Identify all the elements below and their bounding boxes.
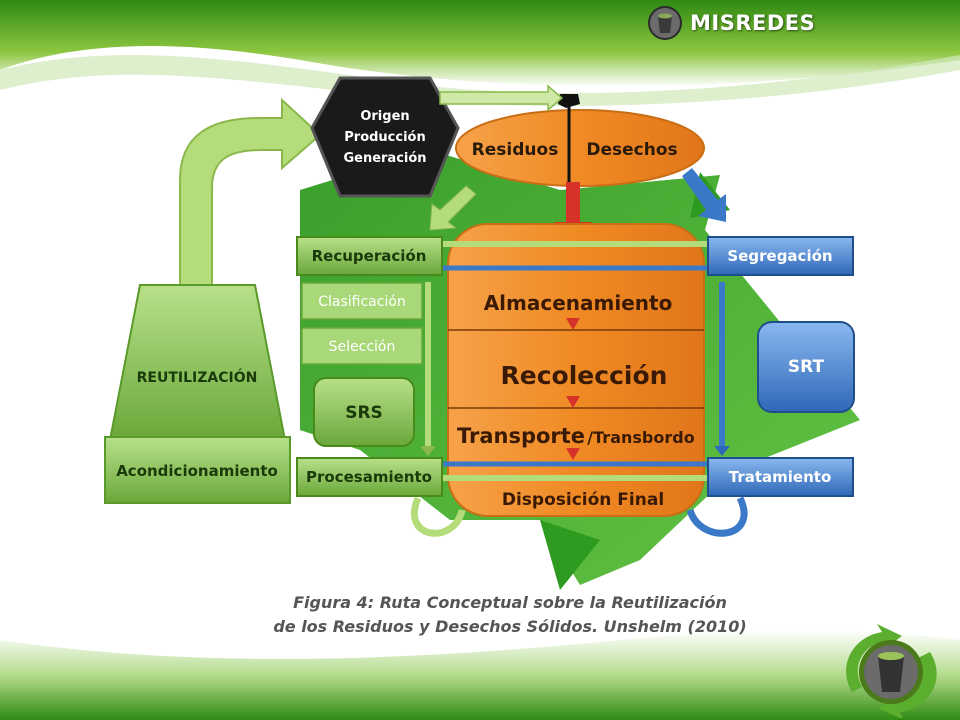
acondicionamiento-block [104,436,291,504]
origin-label-2: Producción [344,130,426,145]
green-arrow-recuperacion [429,185,477,231]
tratamiento-box [707,457,854,497]
desechos-label: Desechos [586,140,677,160]
acondicionamiento-label: Acondicionamiento [116,462,278,480]
segregacion-box [707,236,854,276]
main-process-column [447,223,705,517]
figure-caption-line-2: de los Residuos y Desechos Sólidos. Unsh… [273,617,747,636]
segregacion-label: Segregación [727,247,832,265]
brand: MISREDES [648,6,815,40]
transporte-label: Transporte [457,424,585,448]
trash-bin-icon [648,6,682,40]
srt-box [757,321,855,413]
reutilizacion-block [108,284,287,441]
residuos-label: Residuos [472,140,559,160]
recycle-bin-icon [846,624,937,718]
blue-arrow-segregacion [682,168,726,222]
almacenamiento-label: Almacenamiento [484,291,673,315]
seleccion-label: Selección [329,339,396,355]
origin-label-1: Origen [360,109,409,124]
recuperacion-box [296,236,443,276]
header-swoosh [0,0,960,106]
reutilizacion-label: REUTILIZACIÓN [137,368,258,386]
origin-label-3: Generación [343,151,426,166]
disposicion-final-label: Disposición Final [502,490,664,510]
brand-name: MISREDES [690,11,816,35]
feedback-arrow [179,97,322,293]
transbordo-label: /Transbordo [587,428,694,447]
recuperacion-label: Recuperación [312,247,427,265]
clasificacion-box [301,282,423,320]
figure-caption-line-1: Figura 4: Ruta Conceptual sobre la Reuti… [293,593,727,612]
srs-label: SRS [345,403,383,423]
clasificacion-label: Clasificación [318,294,406,310]
seleccion-box [301,327,423,365]
tratamiento-label: Tratamiento [729,468,832,486]
srt-label: SRT [788,357,825,377]
procesamiento-box [296,457,443,497]
origin-hexagon [310,76,460,198]
procesamiento-label: Procesamiento [306,468,432,486]
srs-box [313,377,415,447]
recoleccion-label: Recolección [501,361,668,390]
footer-swoosh [0,630,960,720]
